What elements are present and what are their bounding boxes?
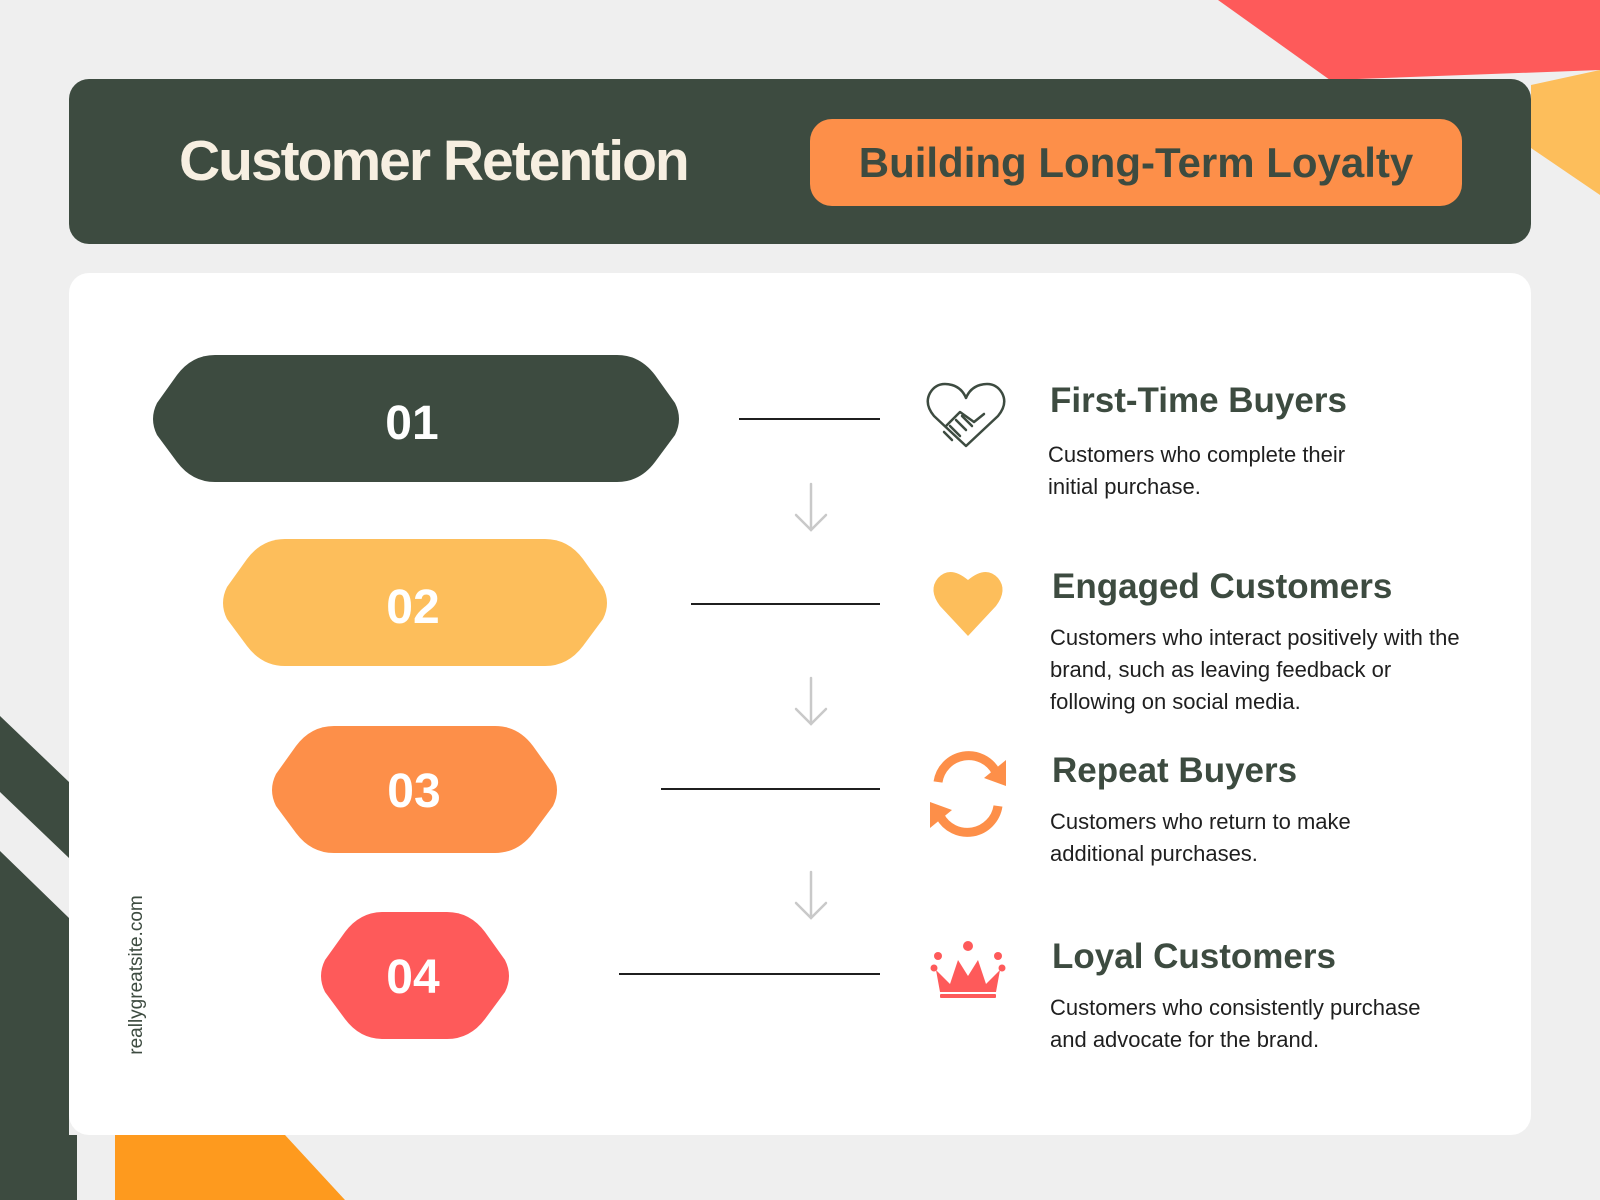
stage-shape-04 — [321, 912, 509, 1039]
stage-shape-01 — [153, 355, 679, 482]
subtitle-pill: Building Long-Term Loyalty — [810, 119, 1462, 206]
step-description-04: Customers who consistently purchase and … — [1050, 995, 1421, 1052]
corner-shape-yellow — [1531, 70, 1600, 195]
handshake-heart-icon — [926, 382, 1006, 448]
step-title-02: Engaged Customers — [1052, 567, 1393, 606]
step-description-03: Customers who return to make additional … — [1050, 809, 1351, 866]
refresh-arrowhead — [930, 802, 952, 828]
corner-shape-dark-2 — [0, 851, 77, 1200]
step-title-03: Repeat Buyers — [1052, 751, 1298, 790]
page-title: Customer Retention — [179, 129, 690, 193]
stage-number-03: 03 — [387, 765, 440, 818]
step-title-04: Loyal Customers — [1052, 937, 1336, 976]
corner-shape-orange — [115, 1135, 345, 1200]
step-title-01: First-Time Buyers — [1050, 381, 1347, 420]
crown-icon — [930, 941, 1006, 998]
corner-shape-dark-1 — [0, 716, 69, 858]
refresh-icon — [933, 751, 1003, 837]
page-subtitle: Building Long-Term Loyalty — [858, 138, 1414, 186]
stage-number-04: 04 — [386, 951, 440, 1004]
step-description-02: Customers who interact positively with t… — [1050, 625, 1460, 714]
down-arrow-icon — [794, 870, 828, 920]
header-banner: Customer Retention Building Long-Term Lo… — [69, 79, 1531, 244]
stage-shape-03 — [272, 726, 557, 853]
step-description-01: Customers who complete their initial pur… — [1048, 442, 1346, 499]
heart-icon — [933, 571, 1003, 636]
refresh-arrowhead — [984, 760, 1006, 786]
stage-number-02: 02 — [386, 581, 439, 634]
down-arrow-icon — [794, 676, 828, 726]
stage-number-01: 01 — [385, 397, 438, 450]
stage-shape-02 — [223, 539, 607, 666]
corner-shape-red — [1218, 0, 1600, 80]
down-arrow-icon — [794, 482, 828, 532]
